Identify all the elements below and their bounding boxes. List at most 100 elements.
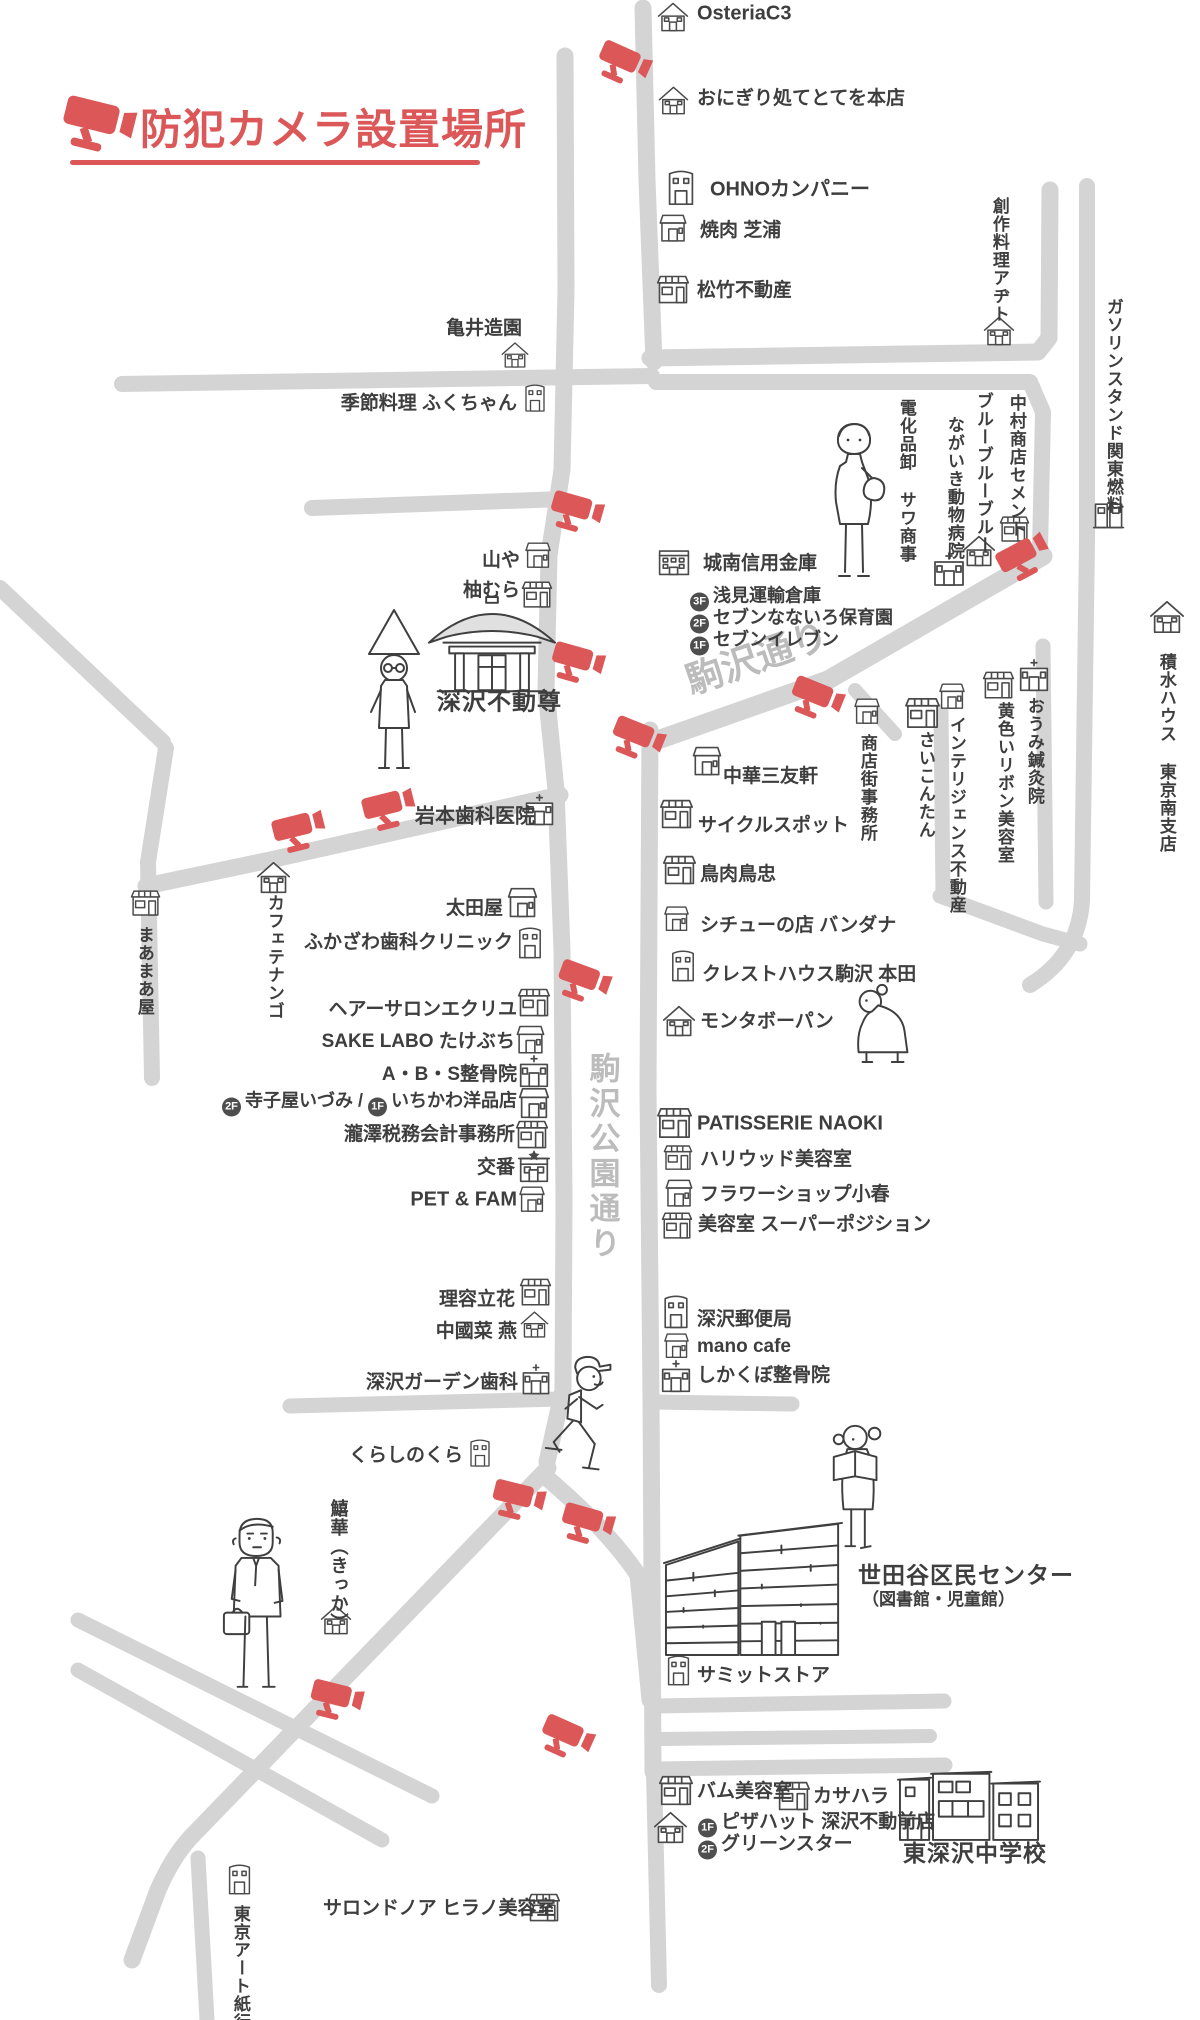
road-segment (639, 721, 662, 1781)
road-segment (647, 1693, 952, 1714)
floor-badge: 2F (221, 1097, 241, 1117)
place-label-shochiku-fudosan: 松竹不動産 (697, 280, 793, 302)
road-segment (653, 1729, 937, 1746)
floor-badge: 2F (698, 1840, 717, 1860)
shop-building-icon (661, 1331, 692, 1360)
store-building-icon (998, 513, 1031, 544)
place-label-kikka: 鱚華（きっか） (328, 1499, 349, 1632)
place-label-yellow-ribbon: 黄色いリボン美容室 (994, 702, 1014, 864)
store-building-icon (520, 578, 554, 610)
road-segment (538, 1469, 659, 1709)
shop-building-icon (661, 904, 692, 933)
road-segment (123, 1459, 557, 1969)
road-segment (137, 786, 569, 895)
clinic-building-icon (515, 1054, 553, 1090)
place-label-fukuchan: 季節料理 ふくちゃん (340, 393, 517, 415)
place-label-salon-de-noa: サロンドノア ヒラノ美容室 (323, 1898, 556, 1920)
place-label-shotengai-jimusho: 商店街事務所 (857, 734, 877, 842)
clinic-building-icon (518, 1363, 554, 1397)
place-label-torinikutorichu: 鳥肉鳥忠 (700, 864, 777, 886)
place-label-iwamoto-dental: 岩本歯科医院 (415, 805, 535, 828)
security-camera-icon (487, 1474, 550, 1530)
building-building-icon (520, 384, 550, 413)
shop-building-icon (656, 212, 690, 244)
place-label-oumi-shinkyu: おうみ鍼灸院 (1024, 697, 1044, 805)
security-camera-icon (605, 710, 672, 771)
place-label-ohno-company: OHNOカンパニー (710, 178, 870, 201)
store-building-icon (657, 1772, 695, 1808)
place-label-bamu-biyoshitsu: バム美容室 (697, 1781, 793, 1803)
place-label-sosaku-ryori-achito: 創作料理アヂト (989, 197, 1009, 323)
place-label-maamaaya: まあまあ屋 (134, 926, 154, 1016)
security-camera-icon (551, 954, 617, 1014)
house-building-icon (982, 314, 1016, 346)
place-label-riyo-tachibana: 理容立花 (438, 1289, 515, 1311)
road-segment (282, 1391, 568, 1414)
place-label-stew-bandana: シチューの店 バンダナ (700, 915, 897, 937)
road-segment (644, 1394, 800, 1412)
store-building-icon (775, 1778, 812, 1813)
road-segment (190, 1850, 215, 2020)
place-label-cafe-tenango: カフェテナンゴ (264, 894, 284, 1020)
store-building-icon (518, 1275, 553, 1308)
place-label-fukazawa-dental-clinic: ふかざわ歯科クリニック (303, 932, 513, 954)
place-label-yakiniku-shibaura: 焼肉 芝浦 (700, 220, 782, 242)
clinic-building-icon (521, 793, 558, 828)
security-camera-icon (545, 485, 609, 542)
place-label-chugokusai-tsubame: 中國菜 燕 (435, 1321, 517, 1343)
place-label-intelligence-fudosan: インテリジェンス不動産 (946, 716, 966, 914)
shop-building-icon (662, 1177, 696, 1209)
building-building-icon (223, 1864, 256, 1895)
place-label-abs-seikotsuin: A・B・S整骨院 (381, 1064, 517, 1086)
place-label-fukazawa-yubinkyoku: 深沢郵便局 (697, 1309, 793, 1331)
store-building-icon (981, 668, 1016, 701)
building-building-icon (662, 1655, 695, 1686)
shop-building-icon (851, 696, 883, 726)
temple-illustration (424, 596, 560, 699)
place-label-sekisui-house: 積水ハウス 東京南支店 (1156, 653, 1176, 853)
security-camera-icon (359, 782, 422, 838)
granny-illustration (843, 980, 925, 1068)
store-building-icon (516, 985, 552, 1019)
road-segment (70, 1662, 390, 1848)
place-label-kurashinokura: くらしのくら (348, 1445, 463, 1467)
house-building-icon (656, 0, 690, 32)
place-label-nagaiki-animal: ながいき動物病院 (944, 416, 964, 560)
security-camera-icon (590, 35, 657, 97)
page-title: 防犯カメラ設置場所 (140, 106, 528, 153)
shop-building-icon (689, 744, 725, 778)
building-building-icon (658, 1295, 694, 1329)
place-label-chuka-sanyuken: 中華三友軒 (723, 766, 819, 788)
house-building-icon (255, 859, 292, 894)
place-label-hair-salon-ecriyu: ヘアーサロンエクリユ (328, 999, 517, 1021)
floor-badge: 1F (690, 636, 709, 656)
store-building-icon (129, 887, 162, 918)
place-label-denka-sawa: 電化品卸 サワ商事 (896, 399, 916, 563)
road-segment (932, 888, 1088, 952)
place-label-center-subtitle: （図書館・児童館） (862, 1590, 1015, 1610)
clinic-building-icon (657, 1359, 695, 1395)
place-label-crest-house: クレストハウス駒沢 本田 (702, 964, 917, 986)
place-label-osteria-c3: OsteriaC3 (697, 2, 792, 25)
title-underline (70, 160, 480, 165)
boy-illustration (538, 1352, 630, 1483)
place-label-patisserie-naoki: PATISSERIE NAOKI (697, 1112, 883, 1135)
place-label-shikakubo-seikotsuin: しかくぼ整骨院 (697, 1365, 831, 1387)
place-label-onigiri-tetoteo: おにぎり処てとてを本店 (697, 88, 906, 110)
store-building-icon (658, 796, 695, 831)
building-building-icon (513, 927, 547, 959)
place-label-montabo-pan: モンタボーパン (700, 1011, 834, 1033)
road-segment (641, 181, 1059, 367)
store-building-icon (903, 694, 942, 731)
store-building-icon (526, 1890, 562, 1924)
place-label-mano-cafe: mano cafe (697, 1336, 791, 1358)
place-label-nakamura-cement: 中村商店セメント (1006, 394, 1026, 538)
building-building-icon (662, 170, 700, 206)
house-building-icon (652, 1809, 689, 1844)
road-segment (114, 368, 660, 392)
